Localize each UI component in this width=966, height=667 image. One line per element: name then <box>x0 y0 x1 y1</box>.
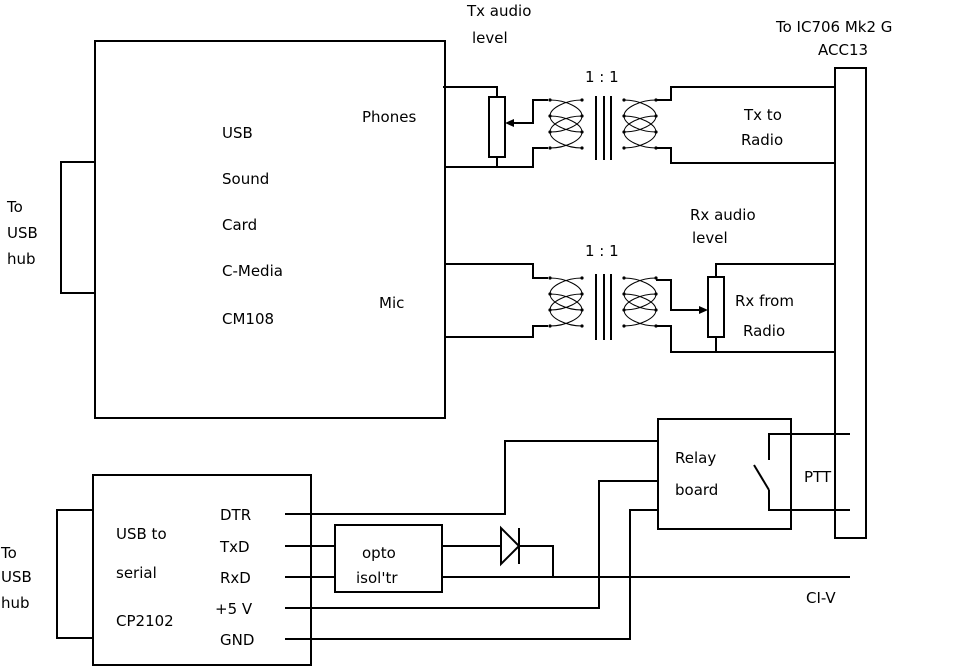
usb-serial-box <box>92 474 312 666</box>
usb-serial-label-line3: CP2102 <box>116 612 174 630</box>
mic-label: Mic <box>379 294 404 312</box>
rx-audio-level-label-line2: level <box>692 229 728 247</box>
rx-transformer <box>548 274 658 340</box>
usb-serial-label-line1: USB to <box>116 525 167 543</box>
rx-from-radio-label-line1: Rx from <box>735 292 794 310</box>
rx-pot-wiper-arrow-icon <box>699 306 708 314</box>
5v-wire <box>285 480 658 609</box>
phones-label: Phones <box>362 108 416 126</box>
sound-card-label-line5: CM108 <box>222 310 274 328</box>
pin-label-5v: +5 V <box>215 600 253 618</box>
opto-label-line1: opto <box>362 544 396 562</box>
rx-audio-level-label-line1: Rx audio <box>690 206 756 224</box>
tx-pot-wiper-arrow-icon <box>505 119 514 127</box>
sound-card-box <box>94 40 446 419</box>
tx-wire-top <box>443 86 498 97</box>
rx-mic-wire-bottom <box>445 325 548 338</box>
pin-label-dtr: DTR <box>220 506 251 524</box>
ci-v-junction-wire <box>519 545 554 577</box>
radio-connector-label-line1: To IC706 Mk2 G <box>775 18 892 36</box>
opto-label-line2: isol'tr <box>356 569 398 587</box>
gnd-wire <box>285 509 658 640</box>
usb-hub-label-bottom-line1: To <box>0 544 17 562</box>
tx-to-radio-label-line1: Tx to <box>743 106 782 124</box>
usb-hub-label-top-line1: To <box>6 198 23 216</box>
acc13-connector <box>834 67 867 539</box>
rx-mic-wire-top <box>445 263 548 279</box>
tx-to-radio-label-line2: Radio <box>741 131 783 149</box>
usb-hub-label-bottom-line3: hub <box>1 594 30 612</box>
sound-card-label-line3: Card <box>222 216 257 234</box>
usb-serial-label-line2: serial <box>116 564 157 582</box>
relay-contact-top <box>768 433 850 460</box>
rx-from-radio-label-line2: Radio <box>743 322 785 340</box>
relay-contact-bottom <box>768 490 850 511</box>
tx-pot-wiper <box>512 99 548 124</box>
usb-hub-label-bottom-line2: USB <box>1 568 32 586</box>
usb-hub-label-top-line2: USB <box>7 224 38 242</box>
tx-to-radio-wire-top <box>656 86 850 101</box>
rx-wire-top <box>715 263 850 277</box>
ptt-label: PTT <box>804 468 832 486</box>
rx-wire-bottom <box>656 325 850 353</box>
sound-card-label-line1: USB <box>222 124 253 142</box>
diode-icon <box>500 525 521 567</box>
relay-switch-blade <box>753 464 770 491</box>
relay-board-box <box>657 418 792 530</box>
usb-hub-label-top-line3: hub <box>7 250 36 268</box>
dtr-wire <box>285 440 658 515</box>
sound-card-label-line2: Sound <box>222 170 269 188</box>
pin-label-gnd: GND <box>220 631 254 649</box>
tx-audio-level-label-line1: Tx audio <box>466 2 531 20</box>
tx-to-radio-wire-bottom <box>656 147 850 164</box>
ci-v-label: CI-V <box>806 589 836 607</box>
tx-level-potentiometer <box>488 96 506 158</box>
rx-pot-wiper <box>656 279 700 311</box>
tx-audio-level-label-line2: level <box>472 29 508 47</box>
rx-level-potentiometer <box>707 276 725 338</box>
relay-board-label-line2: board <box>675 481 718 499</box>
transformer-ratio-bottom: 1 : 1 <box>585 242 619 260</box>
radio-connector-label-line2: ACC13 <box>818 41 868 59</box>
opto-isolator-box <box>334 524 443 593</box>
sound-card-label-line4: C-Media <box>222 262 283 280</box>
transformer-ratio-top: 1 : 1 <box>585 68 619 86</box>
tx-wire-bottom <box>445 147 548 168</box>
pin-label-txd: TxD <box>219 538 250 556</box>
relay-board-label-line1: Relay <box>675 449 716 467</box>
tx-transformer <box>548 96 658 160</box>
pin-label-rxd: RxD <box>220 569 251 587</box>
